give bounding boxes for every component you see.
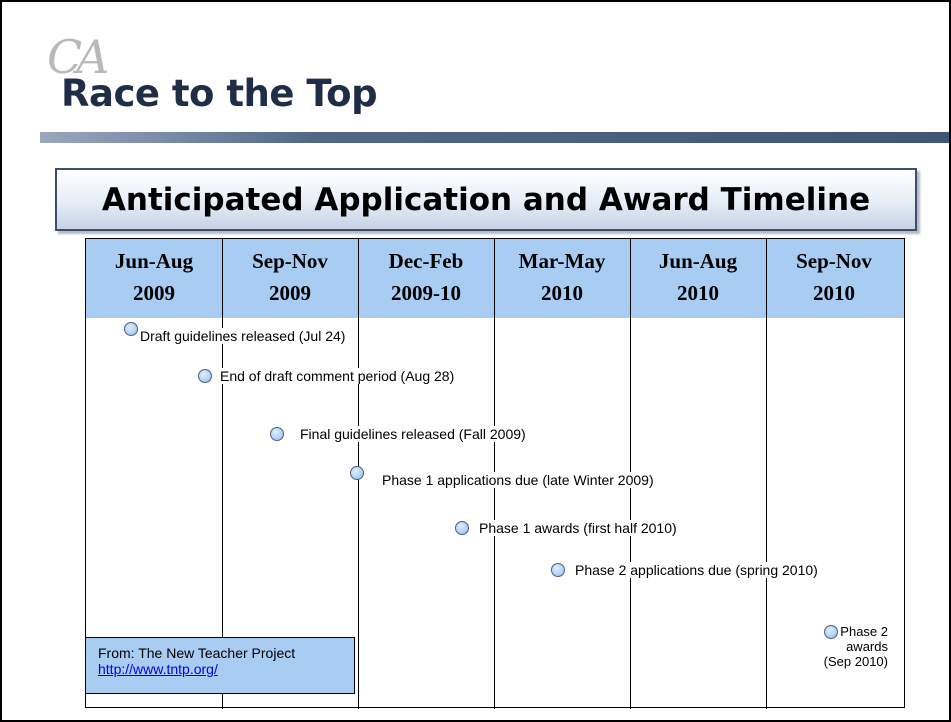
event-label: awards bbox=[846, 639, 888, 654]
milestone-dot-icon bbox=[270, 427, 284, 441]
column-divider bbox=[766, 239, 767, 709]
column-header-period: Jun-Aug bbox=[658, 249, 738, 273]
timeline-grid: Jun-Aug 2009 Sep-Nov 2009 Dec-Feb 2009-1… bbox=[85, 238, 905, 709]
milestone-dot-icon bbox=[198, 369, 212, 383]
milestone-dot-icon bbox=[350, 466, 364, 480]
event-label: Phase 1 awards (first half 2010) bbox=[477, 520, 679, 536]
event-label: (Sep 2010) bbox=[823, 654, 888, 669]
timeline-event: Final guidelines released (Fall 2009) bbox=[270, 426, 528, 442]
column-header-3: Dec-Feb 2009-10 bbox=[358, 239, 494, 318]
timeline-event: Phase 2 applications due (spring 2010) bbox=[551, 562, 820, 578]
column-header-year: 2009 bbox=[269, 281, 311, 305]
event-label: End of draft comment period (Aug 28) bbox=[218, 368, 457, 384]
column-header-year: 2010 bbox=[677, 281, 719, 305]
column-header-period: Sep-Nov bbox=[252, 249, 328, 273]
event-label: Phase 2 bbox=[840, 624, 888, 639]
timeline-event: Draft guidelines released (Jul 24) bbox=[124, 321, 348, 344]
column-header-2: Sep-Nov 2009 bbox=[222, 239, 358, 318]
event-label: Phase 1 applications due (late Winter 20… bbox=[380, 472, 656, 488]
column-divider bbox=[222, 239, 223, 709]
logo-ca-monogram: CA bbox=[47, 30, 109, 84]
column-header-year: 2009-10 bbox=[391, 281, 461, 305]
column-header-year: 2009 bbox=[133, 281, 175, 305]
milestone-dot-icon bbox=[124, 322, 138, 336]
event-label: Final guidelines released (Fall 2009) bbox=[298, 426, 528, 442]
column-header-period: Jun-Aug bbox=[114, 249, 194, 273]
timeline-event: Phase 1 awards (first half 2010) bbox=[455, 520, 679, 536]
column-header-5: Jun-Aug 2010 bbox=[630, 239, 766, 318]
slide-title: Anticipated Application and Award Timeli… bbox=[101, 181, 871, 218]
milestone-dot-icon bbox=[455, 521, 469, 535]
column-header-period: Mar-May bbox=[518, 249, 606, 273]
column-header-period: Dec-Feb bbox=[388, 249, 464, 273]
column-header-period: Sep-Nov bbox=[796, 249, 872, 273]
column-header-1: Jun-Aug 2009 bbox=[86, 239, 222, 318]
logo-text: Race to the Top bbox=[61, 72, 378, 115]
column-header-4: Mar-May 2010 bbox=[494, 239, 630, 318]
column-header-year: 2010 bbox=[541, 281, 583, 305]
source-label: From: The New Teacher Project bbox=[98, 645, 296, 661]
milestone-dot-icon bbox=[824, 624, 839, 639]
source-box: From: The New Teacher Project http://www… bbox=[85, 637, 355, 694]
header-rule bbox=[40, 132, 949, 143]
timeline-event: End of draft comment period (Aug 28) bbox=[198, 368, 457, 384]
milestone-dot-icon bbox=[551, 563, 565, 577]
column-header-6: Sep-Nov 2010 bbox=[766, 239, 902, 318]
title-box: Anticipated Application and Award Timeli… bbox=[55, 168, 917, 231]
event-label: Phase 2 applications due (spring 2010) bbox=[573, 562, 820, 578]
source-link[interactable]: http://www.tntp.org/ bbox=[98, 661, 218, 677]
event-label: Draft guidelines released (Jul 24) bbox=[138, 328, 348, 344]
timeline-event: Phase 1 applications due (late Winter 20… bbox=[350, 465, 656, 488]
column-header-year: 2010 bbox=[813, 281, 855, 305]
timeline-event-phase2-awards: Phase 2 awards (Sep 2010) bbox=[804, 624, 888, 669]
